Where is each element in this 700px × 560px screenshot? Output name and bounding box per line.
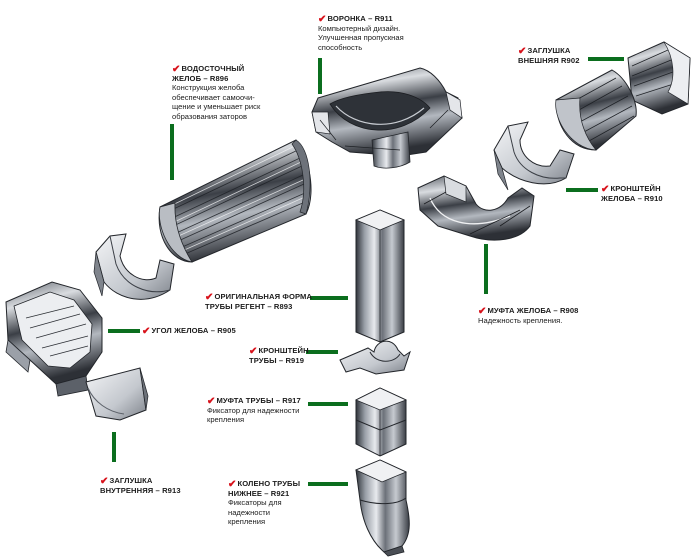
check-mark: ✔ [205, 292, 214, 303]
check-mark: ✔ [478, 306, 487, 317]
callout-voronka: ✔ВОРОНКА – R911 Компьютерный дизайн. Улу… [318, 14, 404, 52]
callout-title: ✔УГОЛ ЖЕЛОБА – R905 [142, 326, 236, 337]
check-mark: ✔ [100, 476, 109, 487]
callout-zaglushka-vnutr: ✔ЗАГЛУШКА ВНУТРЕННЯЯ – R913 [100, 476, 181, 495]
gutter-coupling-r908-shape [417, 175, 535, 241]
callout-title: ✔ЗАГЛУШКА [518, 46, 571, 57]
downpipe-r893-shape [354, 209, 406, 343]
check-mark: ✔ [228, 479, 237, 490]
callout-mufta-zheloba: ✔МУФТА ЖЕЛОБА – R908 Надежность креплени… [478, 306, 579, 325]
callout-title: ✔МУФТА ТРУБЫ – R917 [207, 396, 301, 407]
callout-description: Фиксатор для надежности крепления [207, 406, 300, 425]
callout-title: ✔ВОДОСТОЧНЫЙ [172, 64, 245, 75]
gutter-bracket-left-shape [93, 233, 175, 300]
callout-title: ✔КРОНШТЕЙН [249, 346, 309, 357]
check-mark: ✔ [172, 64, 181, 75]
funnel-r911-shape [311, 67, 463, 169]
callout-ugol: ✔УГОЛ ЖЕЛОБА – R905 [142, 326, 236, 337]
callout-zaglushka-vnesh: ✔ЗАГЛУШКА ВНЕШНЯЯ R902 [518, 46, 580, 65]
callout-description: Конструкция желоба обеспечивает самоочи-… [172, 83, 261, 121]
gutter-r896-shape [158, 139, 312, 263]
callout-title: ✔ОРИГИНАЛЬНАЯ ФОРМА [205, 292, 313, 303]
check-mark: ✔ [601, 184, 610, 195]
callout-description: Фиксаторы для надежности крепления [228, 498, 282, 527]
gutter-corner-r905-shape [5, 281, 103, 397]
callout-description: Надежность крепления. [478, 316, 563, 325]
check-mark: ✔ [207, 396, 216, 407]
callout-koleno: ✔КОЛЕНО ТРУБЫ НИЖНЕЕ – R921 Фиксаторы дл… [228, 479, 301, 527]
gutter-bracket-r910-shape [493, 121, 575, 191]
callout-kronshtein-truby: ✔КРОНШТЕЙН ТРУБЫ – R919 [249, 346, 309, 365]
check-mark: ✔ [318, 14, 327, 25]
callout-title: ✔КОЛЕНО ТРУБЫ [228, 479, 301, 490]
callout-zhelob: ✔ВОДОСТОЧНЫЙ ЖЕЛОБ – R896 Конструкция же… [172, 64, 261, 121]
callout-title: ✔МУФТА ЖЕЛОБА – R908 [478, 306, 579, 317]
pipe-bracket-r919-shape [339, 340, 411, 375]
check-mark: ✔ [249, 346, 258, 357]
check-mark: ✔ [518, 46, 527, 57]
pipe-elbow-r921-shape [355, 459, 410, 557]
callout-kronshtein-zheloba: ✔КРОНШТЕЙН ЖЕЛОБА – R910 [601, 184, 663, 203]
outer-end-cap-r902-shape [627, 41, 691, 115]
gutter-section-right-shape [555, 69, 637, 151]
inner-end-cap-r913-shape [85, 367, 149, 421]
pipe-coupling-r917-shape [355, 387, 408, 457]
callout-title: ✔КРОНШТЕЙН [601, 184, 661, 195]
callout-description: Компьютерный дизайн. Улучшенная пропускн… [318, 24, 404, 52]
callout-title: ✔ВОРОНКА – R911 [318, 14, 393, 25]
connector-lines [108, 57, 624, 486]
check-mark: ✔ [142, 326, 151, 337]
callout-mufta-truby: ✔МУФТА ТРУБЫ – R917 Фиксатор для надежно… [207, 396, 301, 425]
callout-truba: ✔ОРИГИНАЛЬНАЯ ФОРМА ТРУБЫ РЕГЕНТ – R893 [205, 292, 313, 311]
callout-title: ✔ЗАГЛУШКА [100, 476, 153, 487]
